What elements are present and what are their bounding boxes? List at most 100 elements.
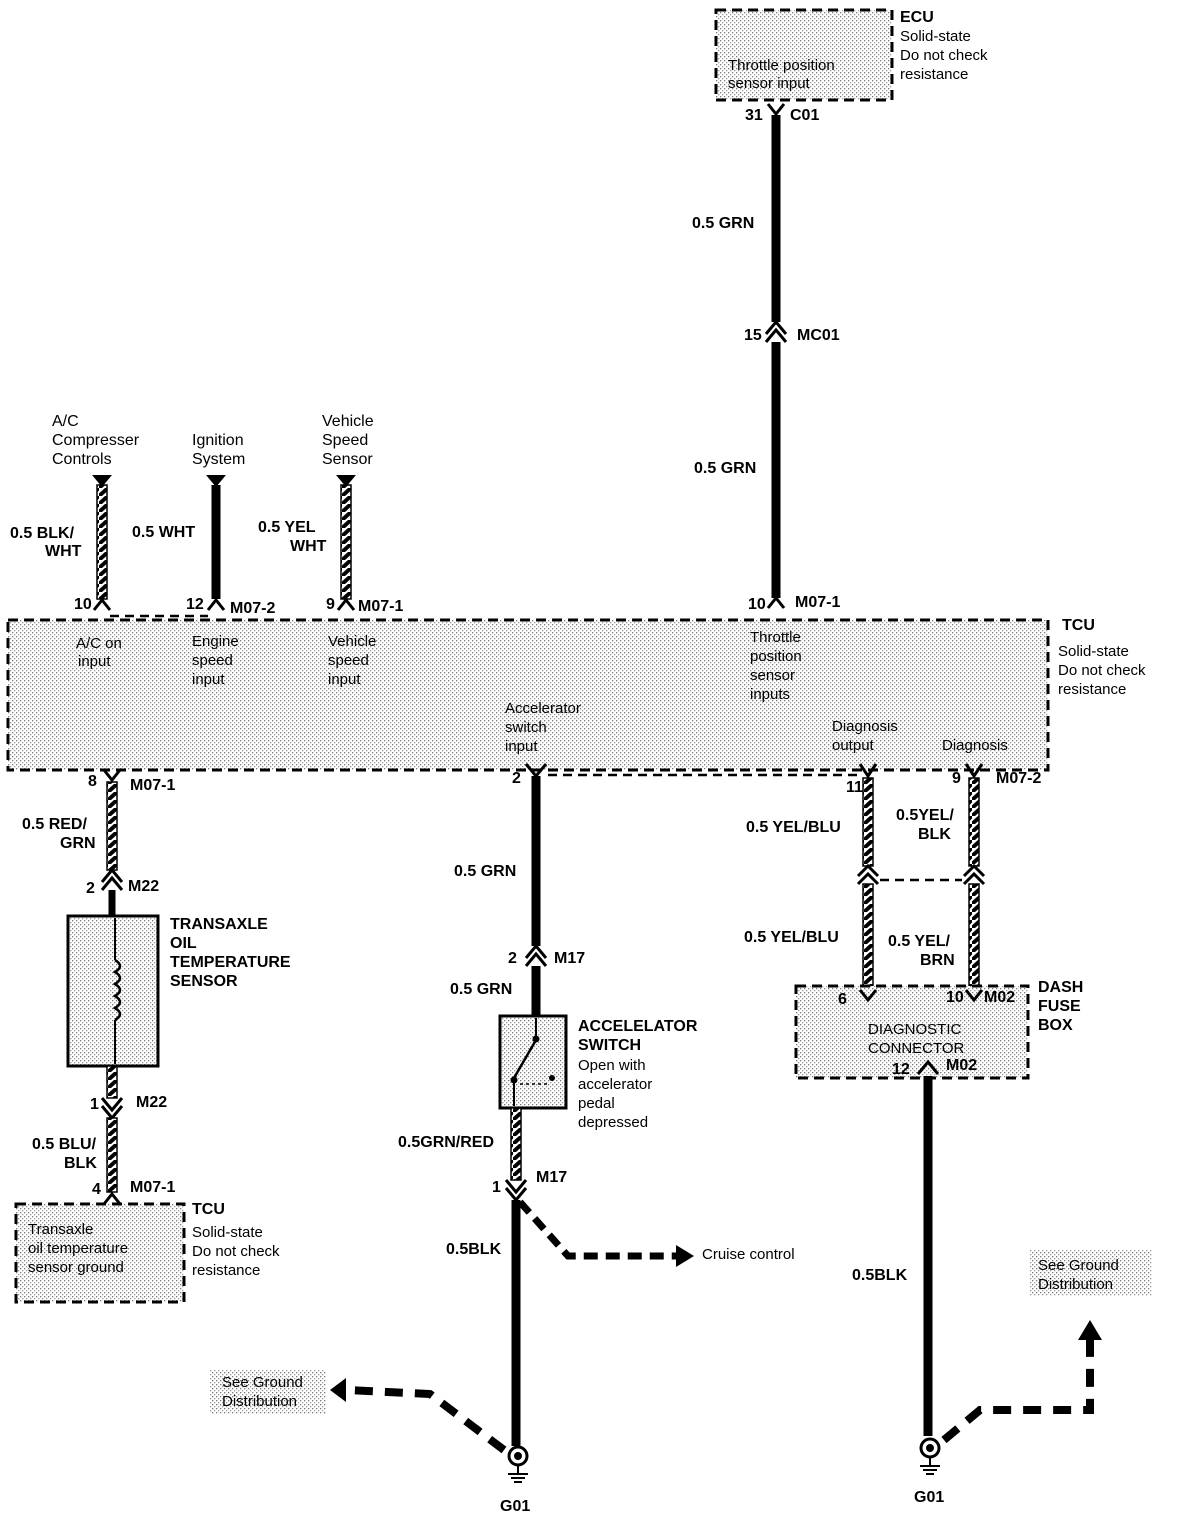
- tcu-ground-module: Transaxle oil temperature sensor ground …: [14, 1201, 280, 1304]
- acc-wire-lower-label: 0.5GRN/RED: [398, 1134, 494, 1151]
- diag-pin-symbol: [964, 763, 984, 779]
- dc-pin6: 6: [838, 991, 847, 1008]
- acc-switch-line4: accelerator: [578, 1076, 652, 1093]
- oil-pin-symbol: [102, 769, 122, 783]
- m17-top-connector: M17: [554, 950, 585, 967]
- tcu-note1: Solid-state: [1058, 643, 1129, 660]
- tcu-gnd-connector: M07-1: [130, 1179, 175, 1196]
- m17-top-pin: 2: [508, 950, 517, 967]
- tcu2-title: TCU: [192, 1201, 225, 1218]
- accelerator-switch: ACCELELATOR SWITCH Open with accelerator…: [498, 1014, 698, 1131]
- ecu-box: [714, 8, 894, 102]
- ecu-connector: C01: [790, 107, 819, 124]
- mc01-pin: 15: [744, 327, 762, 344]
- ign-wire-arrow: [206, 475, 226, 487]
- oil-temp-sensor: TRANSAXLE OIL TEMPERATURE SENSOR: [66, 914, 291, 1068]
- ac-wire-arrow: [92, 475, 112, 487]
- acc-wire-lower: [510, 1107, 522, 1181]
- ground-right-see2: Distribution: [1038, 1276, 1113, 1293]
- tcu-veh-line1: Vehicle: [328, 633, 376, 650]
- tcu-tps-line1: Throttle: [750, 629, 801, 646]
- ac-source-line1: A/C: [52, 413, 79, 430]
- oil-wire-lower: [106, 1117, 118, 1193]
- vss-source-line3: Sensor: [322, 451, 373, 468]
- ground-left-id: G01: [500, 1498, 530, 1515]
- ground-left-see2: Distribution: [222, 1393, 297, 1410]
- tps-pin: 10: [748, 596, 766, 613]
- oil-sensor-box: [66, 914, 160, 1068]
- dc-pin12: 12: [892, 1061, 910, 1078]
- dc-pin6-symbol: [858, 989, 878, 1003]
- oil-connector: M07-1: [130, 777, 175, 794]
- dc-pin12-symbol: [916, 1059, 940, 1075]
- ecu-note1: Solid-state: [900, 28, 971, 45]
- oil-wire-upper: [106, 781, 118, 871]
- ecu-input-line1: Throttle position: [728, 57, 835, 74]
- ac-wire-label1: 0.5 BLK/: [10, 525, 75, 542]
- oil-wire-lower-label1: 0.5 BLU/: [32, 1136, 97, 1153]
- ground-right-dist-arrow: [1078, 1320, 1102, 1340]
- ground-left-dist-box: [210, 1370, 326, 1414]
- diag-wire-upper: [968, 777, 980, 867]
- dc-connector-bottom: M02: [946, 1057, 977, 1074]
- ecu-input-line2: sensor input: [728, 75, 811, 92]
- acc-switch-line5: pedal: [578, 1095, 615, 1112]
- vss-pin: 9: [326, 596, 335, 613]
- oil-sensor-line1: TRANSAXLE: [170, 916, 268, 933]
- acc-ground-wire-label: 0.5BLK: [446, 1241, 502, 1258]
- diag-out-pin-symbol: [858, 763, 878, 779]
- m17-bottom-pin: 1: [492, 1179, 501, 1196]
- oil-sensor-line2: OIL: [170, 935, 197, 952]
- ac-pin-symbol: [92, 597, 112, 611]
- acc-switch-pivot: [549, 1075, 555, 1081]
- acc-switch-line6: depressed: [578, 1114, 648, 1131]
- diag-out-wire-upper-label: 0.5 YEL/BLU: [746, 819, 841, 836]
- vss-wire-label1: 0.5 YEL: [258, 519, 316, 536]
- ign-source-line1: Ignition: [192, 432, 244, 449]
- acc-pin: 2: [512, 770, 521, 787]
- tcu2-note3: resistance: [192, 1262, 260, 1279]
- diag-out-wire-lower: [862, 883, 874, 989]
- acc-wire-mid-label: 0.5 GRN: [450, 981, 512, 998]
- cruise-label: Cruise control: [702, 1246, 795, 1263]
- ign-pin: 12: [186, 596, 204, 613]
- tcu2-box: [14, 1202, 186, 1304]
- tcu-note3: resistance: [1058, 681, 1126, 698]
- cruise-wire: [517, 1199, 678, 1260]
- diag-out-wire-lower-label: 0.5 YEL/BLU: [744, 929, 839, 946]
- tcu2-input-line1: Transaxle: [28, 1221, 93, 1238]
- dash-box: [794, 984, 1030, 1080]
- tcu-title: TCU: [1062, 617, 1095, 634]
- m22-top-pin: 2: [86, 880, 95, 897]
- dash-line2: FUSE: [1038, 998, 1081, 1015]
- tcu2-note1: Solid-state: [192, 1224, 263, 1241]
- diag-connector: M07-2: [996, 770, 1041, 787]
- acc-switch-box: [498, 1014, 568, 1110]
- dc-pin10: 10: [946, 989, 964, 1006]
- ign-wire-label: 0.5 WHT: [132, 524, 195, 541]
- tcu2-input-line3: sensor ground: [28, 1259, 124, 1276]
- dash-fuse-box: 6 10 M02 DIAGNOSTIC CONNECTOR 12 M02 DAS…: [794, 979, 1083, 1080]
- oil-sensor-line4: SENSOR: [170, 973, 238, 990]
- ground-right-id: G01: [914, 1489, 944, 1506]
- diag-wire-upper-label2: BLK: [918, 826, 951, 843]
- ground-left: G01: [500, 1445, 530, 1515]
- tcu-dout-line1: Diagnosis: [832, 718, 898, 735]
- ground-left-see1: See Ground: [222, 1374, 303, 1391]
- dc-connector-top: M02: [984, 989, 1015, 1006]
- ground-left-dist-arrow: [330, 1378, 346, 1402]
- ac-source-line3: Controls: [52, 451, 112, 468]
- acc-switch-line1: ACCELELATOR: [578, 1018, 698, 1035]
- tps-wire-upper-label: 0.5 GRN: [692, 215, 754, 232]
- diag-wire-lower: [968, 883, 980, 989]
- oil-wire-upper-label2: GRN: [60, 835, 96, 852]
- m17-top-connector-symbol: [524, 943, 548, 967]
- tcu-dout-line2: output: [832, 737, 875, 754]
- m22-top-connector: M22: [128, 878, 159, 895]
- tcu-tps-line4: inputs: [750, 686, 790, 703]
- dc-line1: DIAGNOSTIC: [868, 1021, 962, 1038]
- diag-out-pin: 11: [846, 779, 863, 796]
- ac-wire-label2: WHT: [45, 543, 82, 560]
- oil-sensor-line3: TEMPERATURE: [170, 954, 291, 971]
- vss-wire-label2: WHT: [290, 538, 327, 555]
